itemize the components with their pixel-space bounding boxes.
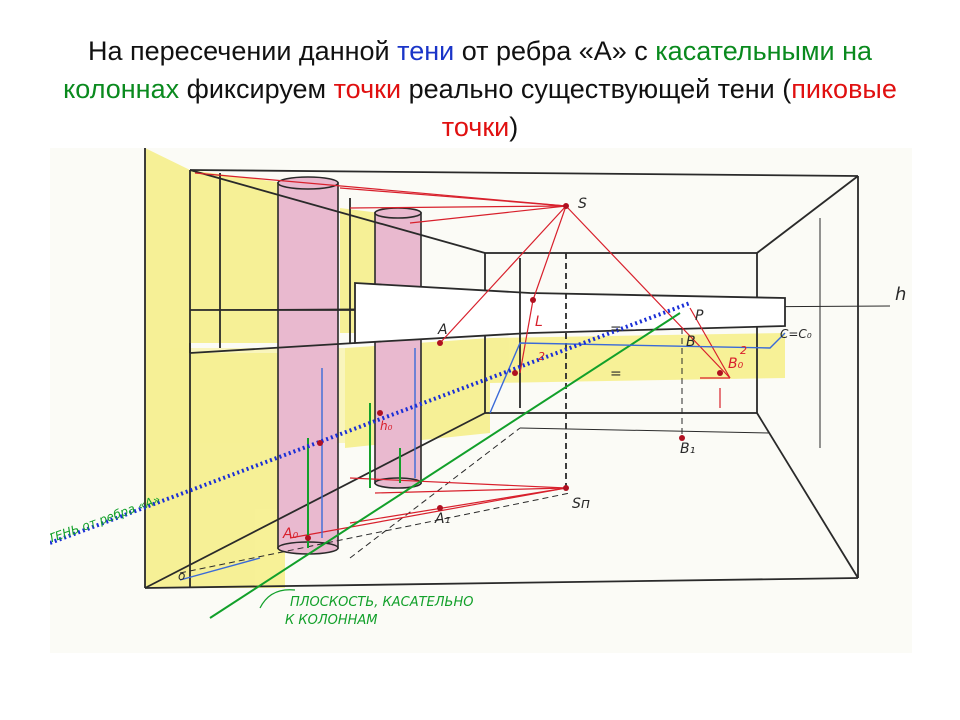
- column-right: [374, 212, 422, 484]
- perspective-shadow-drawing: S h P A L B C=C₀ B₀ 2 B₁ Sп A₁ A₀ 2 = = …: [50, 148, 912, 653]
- label-sn: Sп: [572, 496, 590, 512]
- title-segment-1: тени: [397, 36, 455, 66]
- label-p: P: [695, 308, 704, 324]
- title-segment-8: ): [509, 112, 519, 142]
- label-b0: B₀: [728, 356, 744, 372]
- drawing-labels: S h P A L B C=C₀ B₀ 2 B₁ Sп A₁ A₀ 2 = = …: [178, 196, 906, 583]
- label-c: C=C₀: [780, 327, 812, 341]
- label-b0-sup: 2: [740, 344, 747, 357]
- title-segment-2: от ребра «А» с: [454, 36, 656, 66]
- label-a1: A₁: [434, 511, 450, 527]
- label-b: B: [686, 334, 696, 350]
- marked-points: [305, 203, 723, 541]
- plane-label-line2: К КОЛОННАМ: [285, 613, 378, 628]
- label-eq2: =: [610, 366, 622, 382]
- title-segment-3: касательными на колоннах: [63, 36, 873, 104]
- label-a0: A₀: [282, 526, 299, 542]
- light-rays: [194, 172, 731, 539]
- blue-construction: [179, 332, 786, 581]
- title-segment-4: фиксируем: [179, 74, 334, 104]
- plane-label-line1: ПЛОСКОСТЬ, КАСАТЕЛЬНО: [290, 595, 473, 610]
- plane-label-callout: ПЛОСКОСТЬ, КАСАТЕЛЬНО К КОЛОННАМ: [259, 589, 473, 628]
- slide-title: На пересечении данной тени от ребра «А» …: [40, 32, 920, 146]
- tangent-plane-lines: [209, 312, 681, 619]
- label-l-sup: 2: [538, 350, 545, 363]
- title-segment-0: На пересечении данной: [87, 36, 398, 66]
- title-segment-7: пиковые точки: [441, 74, 897, 142]
- shadow-line-edge-a: [50, 301, 691, 545]
- label-h: h: [895, 284, 906, 305]
- label-s: S: [578, 196, 587, 212]
- label-a: A: [437, 322, 448, 338]
- pencil-lines: [144, 148, 891, 589]
- label-h0: h₀: [380, 419, 393, 433]
- label-l: L: [535, 314, 543, 330]
- label-eq1: =: [610, 321, 622, 337]
- title-segment-5: точки: [333, 74, 402, 104]
- label-o: о: [178, 569, 185, 583]
- title-segment-6: реально существующей тени (: [401, 74, 792, 104]
- label-b1: B₁: [680, 441, 695, 457]
